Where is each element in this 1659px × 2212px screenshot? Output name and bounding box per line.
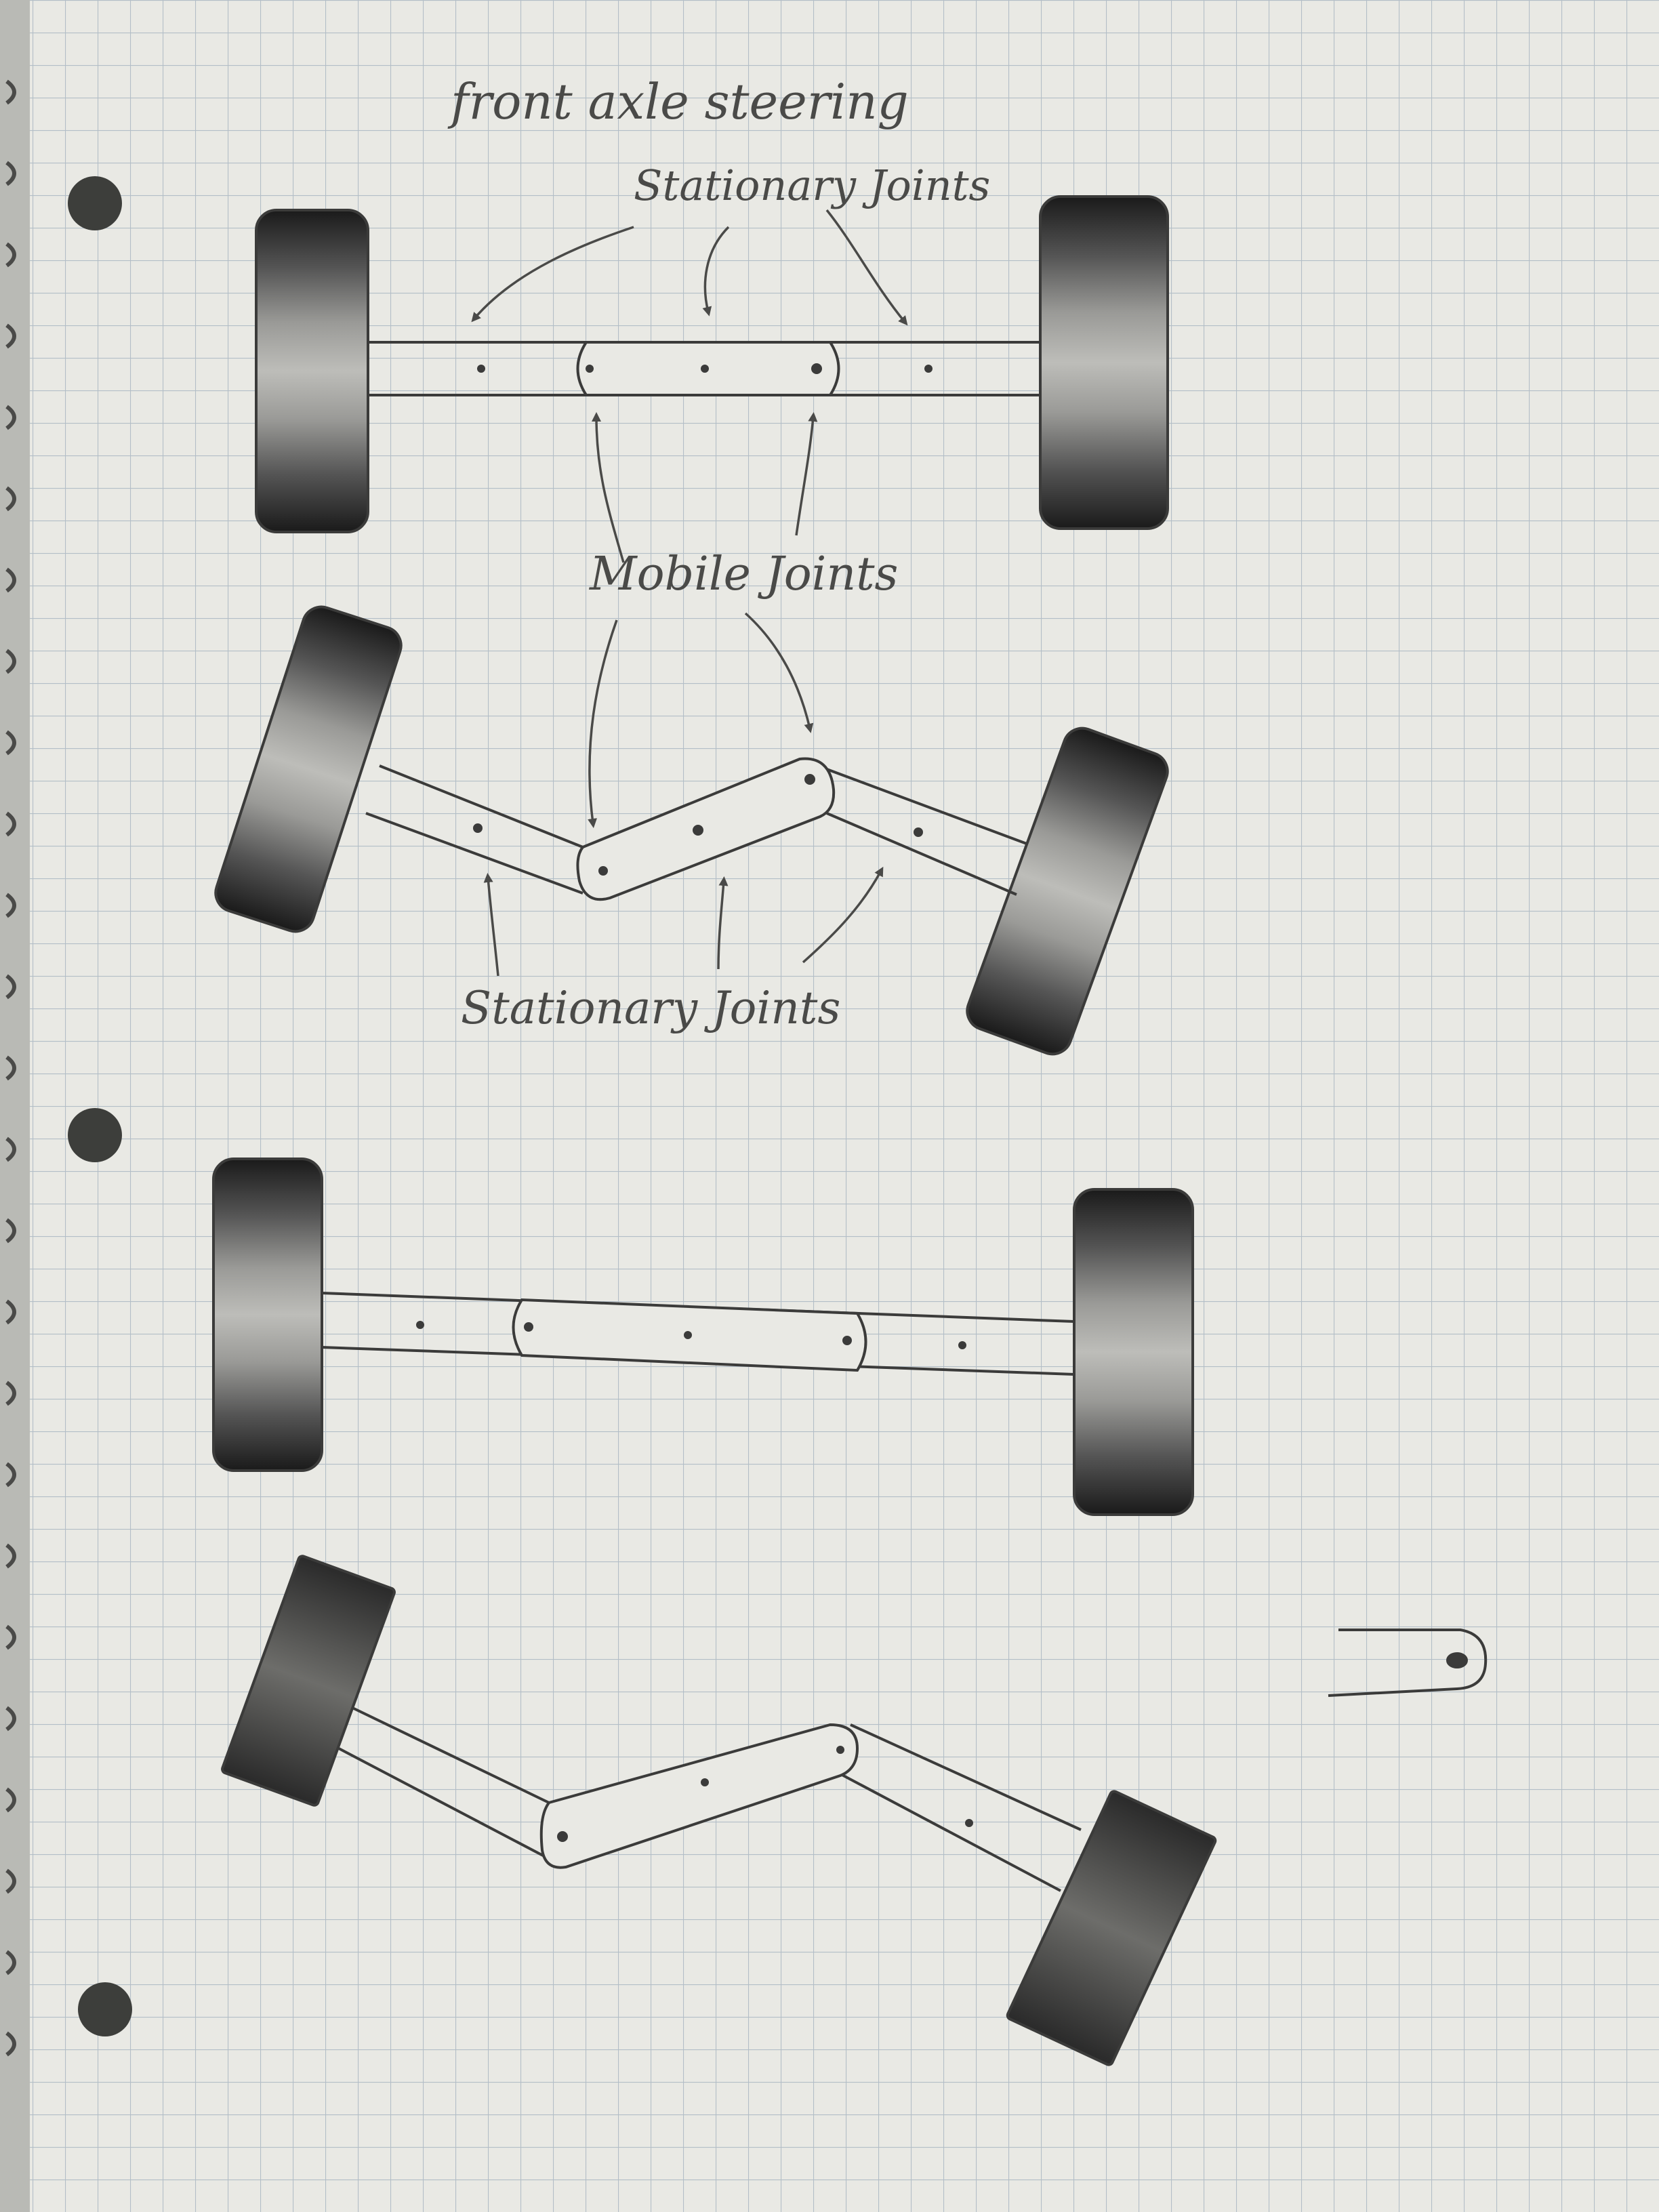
binder-hole-icon: [78, 1982, 132, 2036]
tie-rod: [539, 1723, 859, 1869]
joint-dot: [693, 825, 703, 836]
figure-2-steered-axle: [214, 605, 1169, 1056]
tire-left: [255, 209, 369, 533]
title-label: front axle steering: [447, 73, 909, 130]
joint-dot: [557, 1831, 568, 1842]
tire-right: [966, 726, 1169, 1056]
tire-left: [214, 605, 403, 933]
joint-dot: [804, 774, 815, 785]
binder-hole-icon: [68, 1108, 122, 1162]
arrows-mobile-up: [592, 412, 818, 563]
rod-end-sketch: [1328, 1629, 1488, 1697]
joint-dot: [958, 1341, 966, 1349]
joint-dot: [914, 827, 923, 837]
figure-3-straight-axle: [212, 1158, 1194, 1516]
joint-dot: [811, 363, 822, 374]
joint-dot: [598, 866, 608, 876]
joint-dot: [924, 365, 933, 373]
tie-rod: [576, 757, 836, 901]
joint-dot: [965, 1819, 973, 1827]
stationary-joints-label-top: Stationary Joints: [634, 161, 990, 210]
arrows-mobile-down: [588, 612, 814, 828]
joint-dot: [701, 1778, 709, 1786]
stationary-joints-label-bottom: Stationary Joints: [461, 982, 840, 1034]
joint-dot: [684, 1331, 692, 1339]
joint-dot: [477, 365, 485, 373]
joint-dot: [586, 365, 594, 373]
joint-dot: [836, 1746, 844, 1754]
joint-dot: [842, 1336, 852, 1345]
arrows-stationary-bottom: [483, 866, 884, 977]
spiral-binding-icon: [0, 0, 30, 2212]
arrows-stationary-top: [471, 209, 908, 326]
tire-right: [1039, 195, 1169, 530]
figure-1-straight-axle: [255, 195, 1169, 533]
figure-4-steered-axle: [221, 1555, 1217, 2066]
joint-dot: [701, 365, 709, 373]
tire-left: [212, 1158, 323, 1472]
joint-dot: [524, 1322, 533, 1332]
mobile-joints-label: Mobile Joints: [588, 548, 898, 601]
joint-dot: [473, 823, 483, 833]
tire-left: [221, 1555, 396, 1807]
joint-dot: [416, 1321, 424, 1329]
tire-right: [1073, 1188, 1194, 1516]
tire-right: [1006, 1790, 1217, 2066]
binder-hole-icon: [68, 176, 122, 230]
